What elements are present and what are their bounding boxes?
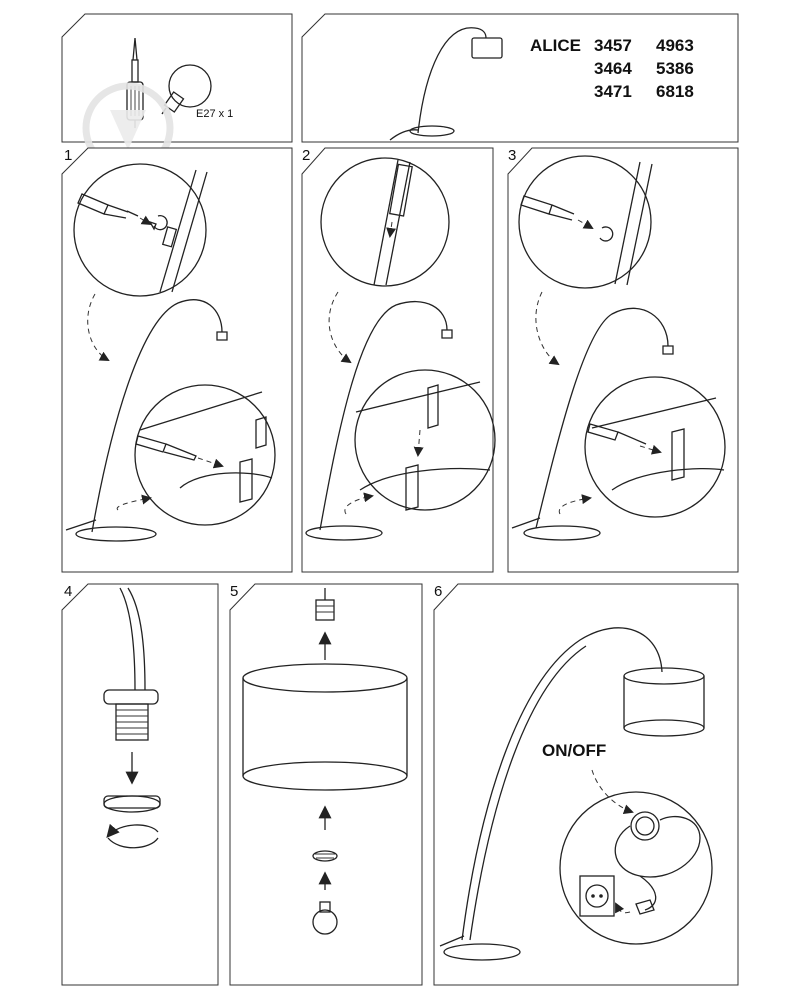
code-1: 3457 xyxy=(594,36,632,55)
step-1-panel: 1 xyxy=(61,147,293,573)
screwdriver-icon xyxy=(520,195,575,221)
step-6-number: 6 xyxy=(434,583,442,600)
detail-circle xyxy=(354,369,496,511)
step-3-panel: 3 xyxy=(507,147,739,573)
code-5: 3471 xyxy=(594,82,632,101)
screwdriver-icon xyxy=(587,423,647,445)
step-4-panel: 4 xyxy=(61,583,219,986)
step-5-panel: 5 xyxy=(229,583,423,986)
detail-circle xyxy=(518,155,652,289)
lamp-shade xyxy=(242,663,408,791)
step-3-number: 3 xyxy=(508,147,516,164)
step-4-number: 4 xyxy=(64,583,72,600)
switch-icon[interactable] xyxy=(630,811,660,841)
wall-socket-icon xyxy=(579,875,615,917)
model-panel: ALICE 3457 4963 3464 5386 3471 6818 xyxy=(301,13,739,143)
switch-label: ON/OFF xyxy=(542,741,606,760)
light-bulb-icon xyxy=(312,901,338,935)
detail-circle xyxy=(320,157,450,287)
step-1-number: 1 xyxy=(64,147,72,164)
detail-circle xyxy=(559,791,713,945)
tools-panel: E27 x 1 xyxy=(61,13,293,143)
detail-circle xyxy=(584,376,726,518)
model-name: ALICE xyxy=(530,36,581,55)
rotate-arrow-icon xyxy=(106,823,159,849)
step-2-number: 2 xyxy=(302,147,310,164)
detail-circle xyxy=(134,384,276,526)
lamp-shade xyxy=(623,667,705,737)
step-2-panel: 2 xyxy=(301,147,496,573)
code-6: 6818 xyxy=(656,82,694,101)
bulb-label: E27 x 1 xyxy=(196,108,233,120)
step-5-number: 5 xyxy=(230,583,238,600)
code-2: 4963 xyxy=(656,36,694,55)
code-4: 5386 xyxy=(656,59,694,78)
screwdriver-icon xyxy=(135,435,197,461)
screwdriver-icon xyxy=(77,193,139,219)
step-6-panel: 6 ON/OFF xyxy=(433,583,739,986)
code-3: 3464 xyxy=(594,59,632,78)
detail-circle xyxy=(73,163,207,297)
light-bulb-icon xyxy=(161,64,212,115)
